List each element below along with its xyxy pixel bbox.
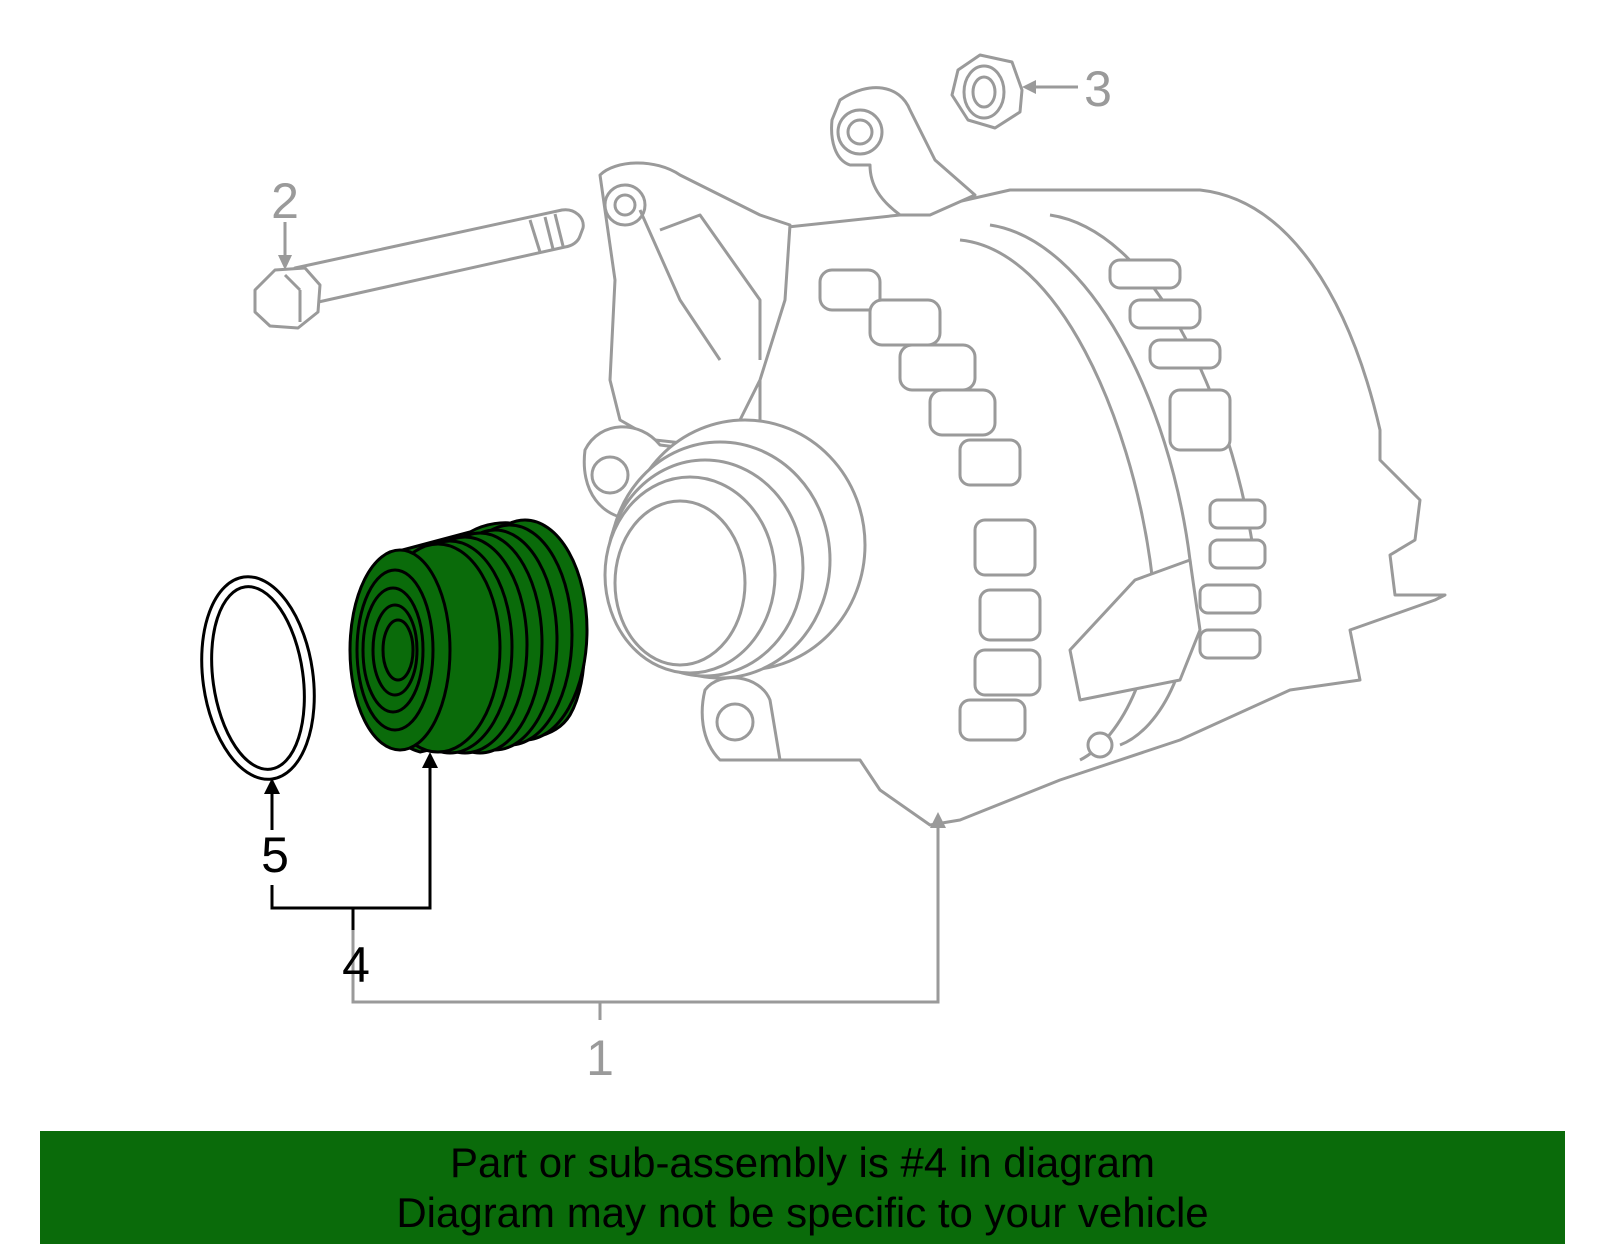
banner-line-2: Diagram may not be specific to your vehi… <box>396 1188 1209 1236</box>
callout-3: 3 <box>1084 61 1112 117</box>
callout-2: 2 <box>271 173 299 229</box>
callout-4: 4 <box>342 937 370 993</box>
leader-1 <box>351 820 940 1004</box>
arrow-3 <box>1022 80 1036 94</box>
arrow-2 <box>278 255 292 270</box>
callout-5: 5 <box>261 827 289 883</box>
flange-nut[interactable] <box>950 53 1024 130</box>
arrow-5 <box>264 778 280 794</box>
info-banner: Part or sub-assembly is #4 in diagram Di… <box>40 1131 1565 1244</box>
pulley[interactable] <box>348 518 589 755</box>
leader-lines <box>270 85 1078 1020</box>
callout-1: 1 <box>586 1030 614 1086</box>
arrowheads <box>264 80 1036 828</box>
seal-ring[interactable] <box>189 569 326 786</box>
arrow-4 <box>422 752 438 768</box>
parts-diagram: 1 2 3 4 5 <box>189 53 1447 1086</box>
mounting-bolt[interactable] <box>253 208 585 330</box>
alternator-assembly[interactable] <box>582 86 1447 827</box>
leader-4-bracket <box>270 760 432 910</box>
arrow-1 <box>930 812 946 828</box>
banner-line-1: Part or sub-assembly is #4 in diagram <box>450 1138 1155 1186</box>
